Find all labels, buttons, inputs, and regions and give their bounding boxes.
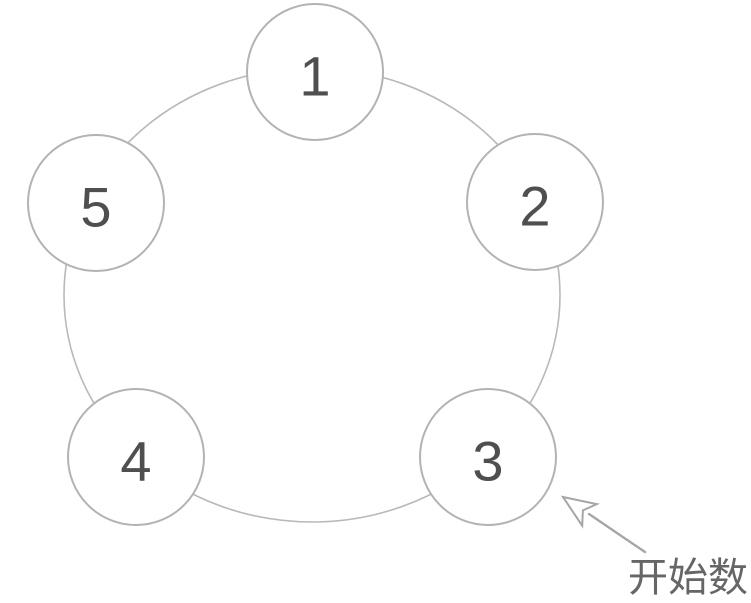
node-3-label: 3 [472,430,503,493]
node-3-circle [419,388,557,526]
node-5-label: 5 [80,176,111,239]
node-3: 3 [419,388,557,526]
node-4-circle [67,388,205,526]
node-2: 2 [466,133,604,271]
node-1-label: 1 [299,45,330,108]
node-1: 1 [246,3,384,141]
arrowhead-icon [560,495,600,529]
start-annotation-label: 开始数 [628,556,748,600]
node-4: 4 [67,388,205,526]
start-pointer-arrow [560,495,647,554]
node-4-label: 4 [120,430,151,493]
node-2-circle [466,133,604,271]
arrow-shaft [587,512,647,554]
node-1-circle [246,3,384,141]
node-5: 5 [27,134,165,272]
node-2-label: 2 [519,175,550,238]
node-5-circle [27,134,165,272]
